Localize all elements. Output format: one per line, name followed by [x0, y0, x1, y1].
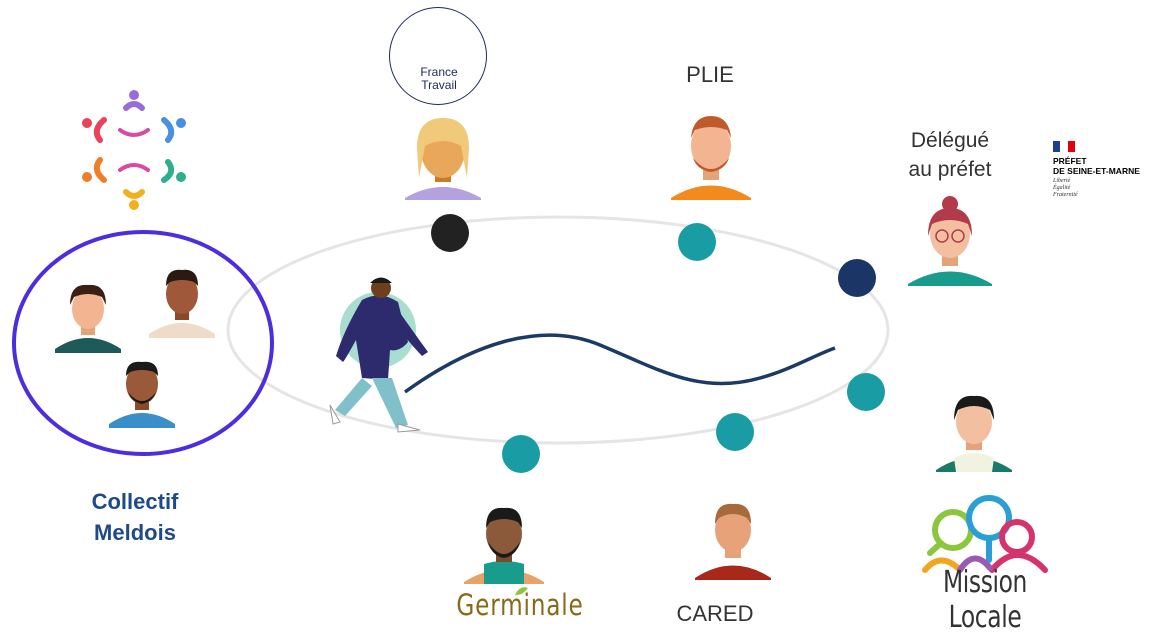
person-icon-france-travail [405, 118, 481, 200]
prefet-logo: PRÉFET DE SEINE-ET-MARNE Liberté Égalité… [1053, 141, 1158, 199]
marianne-flag-icon [1053, 141, 1075, 152]
node-dot-cared [716, 413, 754, 451]
label-cared: CARED [676, 601, 754, 626]
journey-path [403, 333, 836, 394]
label-collectif-line1: Collectif [91, 489, 179, 514]
person-icon-collectif-2 [149, 269, 215, 338]
person-icon-mission-locale [936, 395, 1012, 472]
node-dot-mission-locale [847, 373, 885, 411]
orbit-ellipse [226, 215, 890, 445]
motto-egalite: Égalité [1053, 185, 1071, 191]
motto-liberte: Liberté [1053, 178, 1071, 184]
label-mission-locale: Mission Locale [943, 565, 1027, 635]
germinale-leaf-icon [515, 587, 528, 596]
node-dot-delegue [838, 259, 876, 297]
label-collectif-meldois: Collectif Meldois [50, 486, 220, 548]
prefet-name: PRÉFET DE SEINE-ET-MARNE [1053, 156, 1158, 176]
person-icon-collectif-1 [55, 284, 121, 353]
collectif-highlight-circle [12, 230, 274, 456]
person-icon-cared [695, 503, 771, 580]
france-travail-logo: France Travail [389, 7, 487, 105]
mission-locale-logo-icon [922, 495, 1048, 573]
person-icon-delegue [908, 196, 992, 286]
person-icon-plie [671, 116, 751, 200]
person-icon-collectif-3 [109, 361, 175, 428]
prefet-name-line2: DE SEINE-ET-MARNE [1053, 166, 1140, 176]
france-travail-line1: France [420, 65, 458, 79]
label-plie: PLIE [686, 62, 734, 87]
label-delegue-line2: au préfet [908, 158, 992, 181]
network-logo-icon [82, 90, 186, 210]
france-travail-line2: Travail [421, 78, 457, 92]
label-delegue: Délégué au préfet [880, 126, 1020, 184]
node-dot-plie [678, 223, 716, 261]
label-collectif-line2: Meldois [94, 520, 176, 545]
france-travail-logo-text: France Travail [390, 66, 488, 92]
node-dot-france-travail [431, 214, 469, 252]
motto-fraternite: Fraternité [1053, 192, 1078, 198]
node-dot-germinale [502, 435, 540, 473]
prefet-name-line1: PRÉFET [1053, 156, 1087, 166]
walking-person-icon [329, 277, 428, 433]
label-germinale: Germinale [456, 588, 584, 622]
prefet-motto: Liberté Égalité Fraternité [1053, 178, 1158, 199]
label-delegue-line1: Délégué [910, 129, 990, 152]
person-icon-germinale [464, 507, 544, 584]
